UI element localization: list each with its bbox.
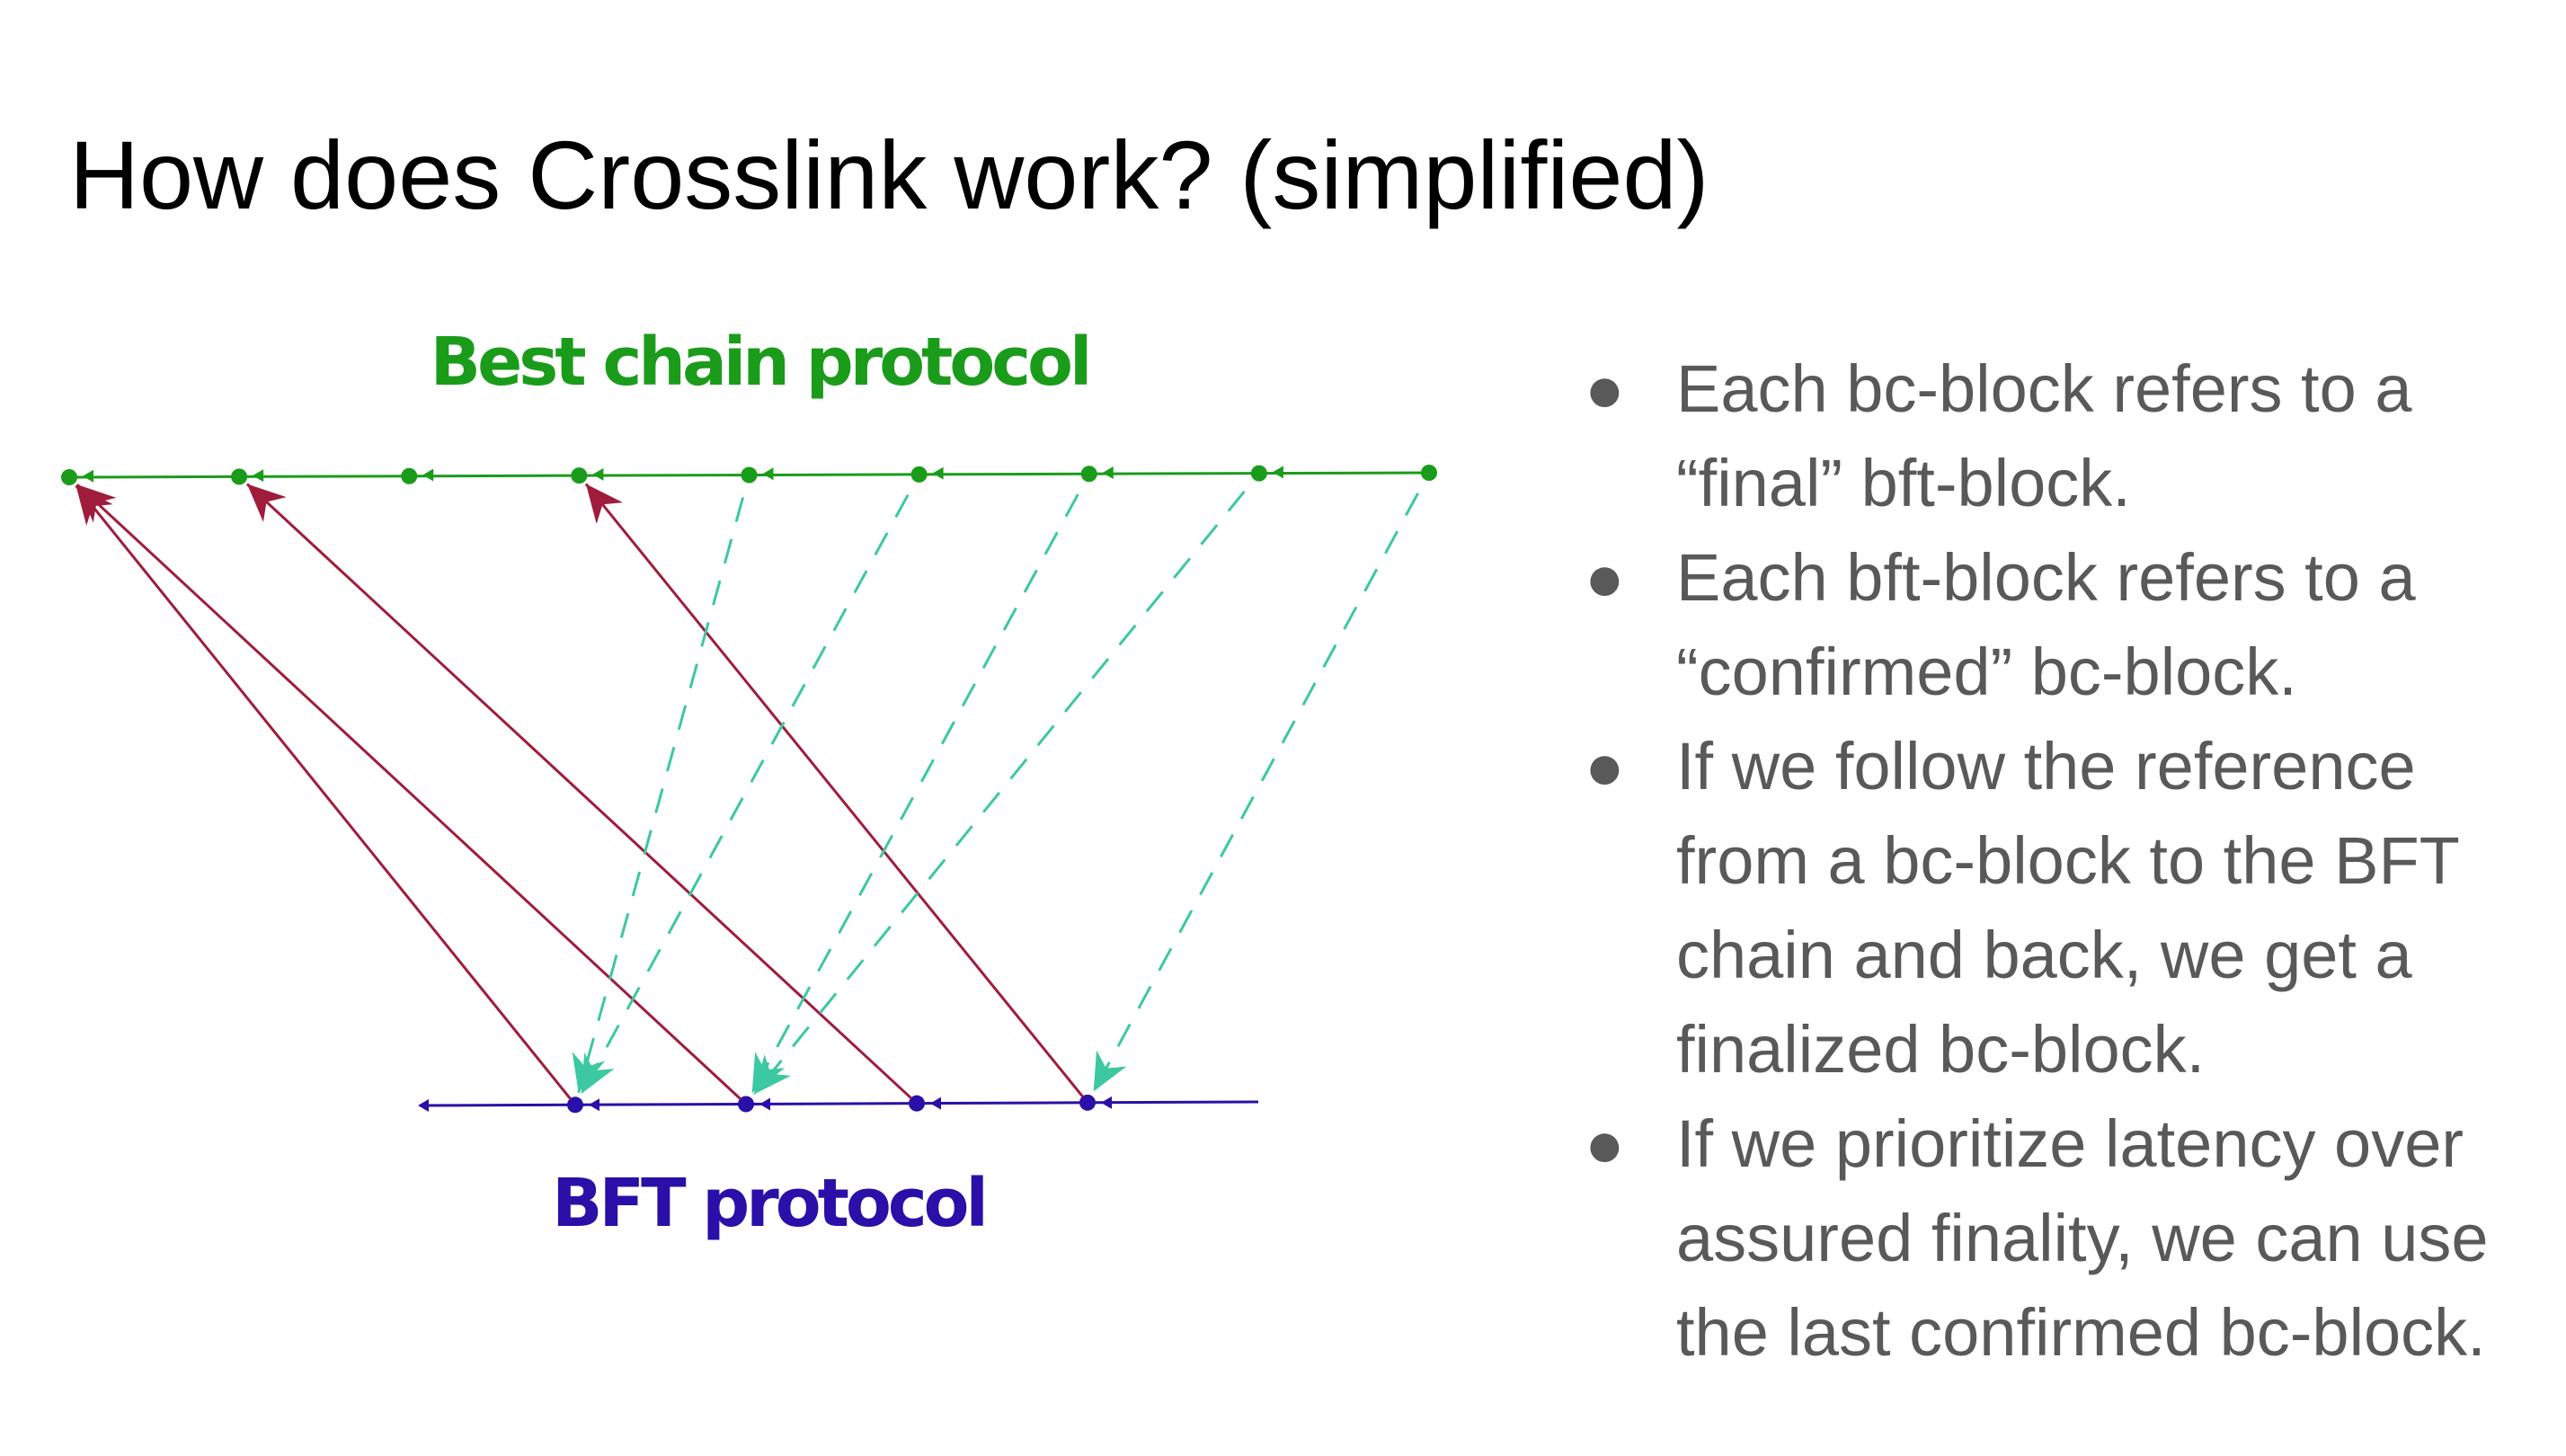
bft-block xyxy=(909,1095,925,1112)
crosslink-diagram: Best chain protocol BFT protocol xyxy=(61,324,1437,1242)
bft-chain-arrowhead xyxy=(589,1098,599,1112)
best-chain-arrowheads xyxy=(83,466,1283,483)
best-chain-arrowhead xyxy=(83,469,93,483)
final-reference-arrowhead xyxy=(585,484,624,524)
final-reference-arrow xyxy=(584,483,1085,1098)
best-chain-arrowhead xyxy=(592,467,604,481)
final-references xyxy=(75,483,1085,1101)
bullet-item: ● If we prioritize latency over assured … xyxy=(1546,1096,2544,1380)
final-reference-arrowhead xyxy=(246,484,287,522)
bc-block xyxy=(741,466,758,484)
slide-title: How does Crosslink work? (simplified) xyxy=(69,120,1709,229)
confirmed-reference-arrow xyxy=(580,493,910,1095)
bullet-icon: ● xyxy=(1585,540,1625,615)
best-chain-arrowhead xyxy=(1272,466,1283,479)
final-reference-arrow xyxy=(75,484,573,1100)
confirmed-reference-arrowhead xyxy=(1093,1050,1127,1092)
bft-chain-arrowheads xyxy=(418,1096,1112,1112)
final-reference-arrow xyxy=(245,483,913,1100)
best-chain-blocks xyxy=(61,465,1437,485)
bullet-icon: ● xyxy=(1585,729,1625,803)
bullet-list: ● Each bc-block refers to a “final” bft-… xyxy=(1546,342,2544,1380)
bc-block xyxy=(571,467,588,484)
best-chain-label: Best chain protocol xyxy=(431,324,1089,401)
bft-chain-line xyxy=(422,1100,1259,1107)
bft-block xyxy=(738,1096,754,1113)
best-chain-arrowhead xyxy=(1102,466,1114,479)
best-chain-arrowhead xyxy=(422,468,434,482)
confirmed-reference-arrow xyxy=(1092,493,1419,1093)
bft-chain-arrowhead xyxy=(1101,1096,1112,1109)
confirmed-reference-arrowhead xyxy=(753,1054,791,1095)
confirmed-reference-arrow xyxy=(750,493,1079,1094)
confirmed-reference-arrow xyxy=(577,497,745,1094)
bc-block xyxy=(231,468,248,485)
bullet-text: If we prioritize latency over assured fi… xyxy=(1676,1106,2489,1370)
bc-block xyxy=(910,466,928,483)
bullet-item: ● Each bc-block refers to a “final” bft-… xyxy=(1546,342,2544,530)
final-reference-arrow xyxy=(75,484,742,1101)
bft-chain-arrowhead xyxy=(418,1099,429,1112)
bft-block xyxy=(567,1096,583,1114)
confirmed-references xyxy=(572,490,1419,1096)
bft-chain-arrowhead xyxy=(759,1097,770,1111)
bullet-text: If we follow the reference from a bc-blo… xyxy=(1676,729,2459,1087)
bc-block xyxy=(1250,465,1267,482)
bft-chain-arrowhead xyxy=(930,1096,941,1110)
bc-block xyxy=(401,467,418,484)
bullet-item: ● Each bft-block refers to a “confirmed”… xyxy=(1546,530,2544,719)
best-chain-arrowhead xyxy=(932,466,944,480)
bc-block xyxy=(1080,466,1097,483)
bullet-item: ● If we follow the reference from a bc-b… xyxy=(1546,719,2544,1096)
final-reference-arrowhead xyxy=(76,484,117,523)
bullet-icon: ● xyxy=(1585,351,1625,426)
bft-block xyxy=(1079,1094,1096,1111)
confirmed-reference-arrowhead xyxy=(581,1052,615,1094)
bullet-text: Each bc-block refers to a “final” bft-bl… xyxy=(1676,351,2412,520)
bc-block xyxy=(1421,465,1437,481)
bullet-text: Each bft-block refers to a “confirmed” b… xyxy=(1676,540,2416,709)
bft-label: BFT protocol xyxy=(552,1165,985,1242)
bullet-icon: ● xyxy=(1585,1106,1625,1181)
best-chain-arrowhead xyxy=(253,469,264,483)
bft-chain-blocks xyxy=(567,1094,1096,1114)
confirmed-reference-arrow xyxy=(752,490,1246,1096)
best-chain-arrowhead xyxy=(762,467,774,481)
bc-block xyxy=(61,469,77,485)
